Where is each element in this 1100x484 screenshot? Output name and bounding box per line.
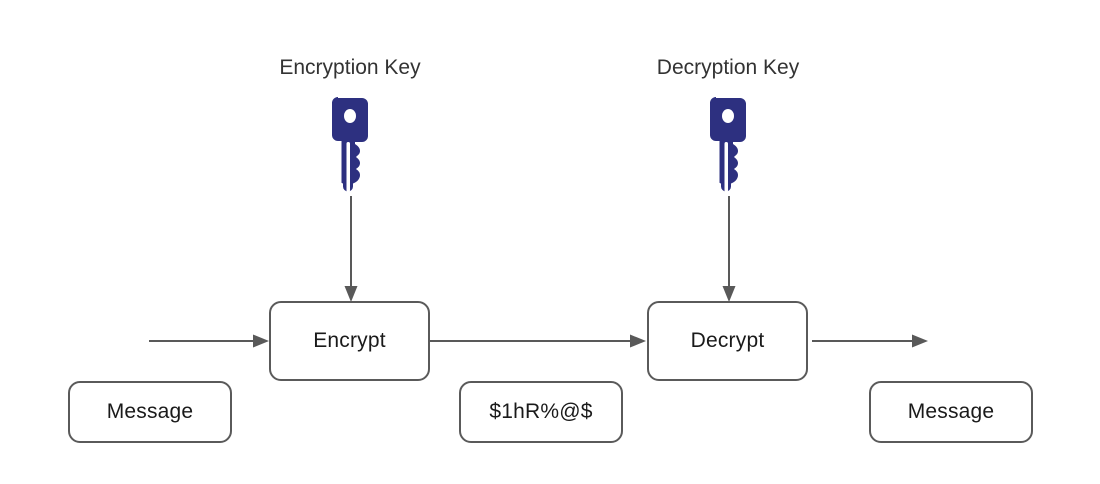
plaintext-output-box[interactable]: Message [869, 381, 1033, 443]
arrow-right-icon [149, 334, 269, 348]
encryption-key-caption: Encryption Key [279, 56, 421, 79]
decryption-key-caption: Decryption Key [656, 56, 800, 79]
arrow-right-icon [812, 334, 928, 348]
ciphertext-box[interactable]: $1hR%@$ [459, 381, 623, 443]
arrow-down-icon [344, 196, 358, 302]
arrow-down-icon [722, 196, 736, 302]
arrow-right-icon [430, 334, 646, 348]
plaintext-input-box[interactable]: Message [68, 381, 232, 443]
key-icon [710, 97, 746, 192]
key-icon [332, 97, 368, 192]
decrypt-process-box[interactable]: Decrypt [647, 301, 808, 381]
encrypt-process-box[interactable]: Encrypt [269, 301, 430, 381]
